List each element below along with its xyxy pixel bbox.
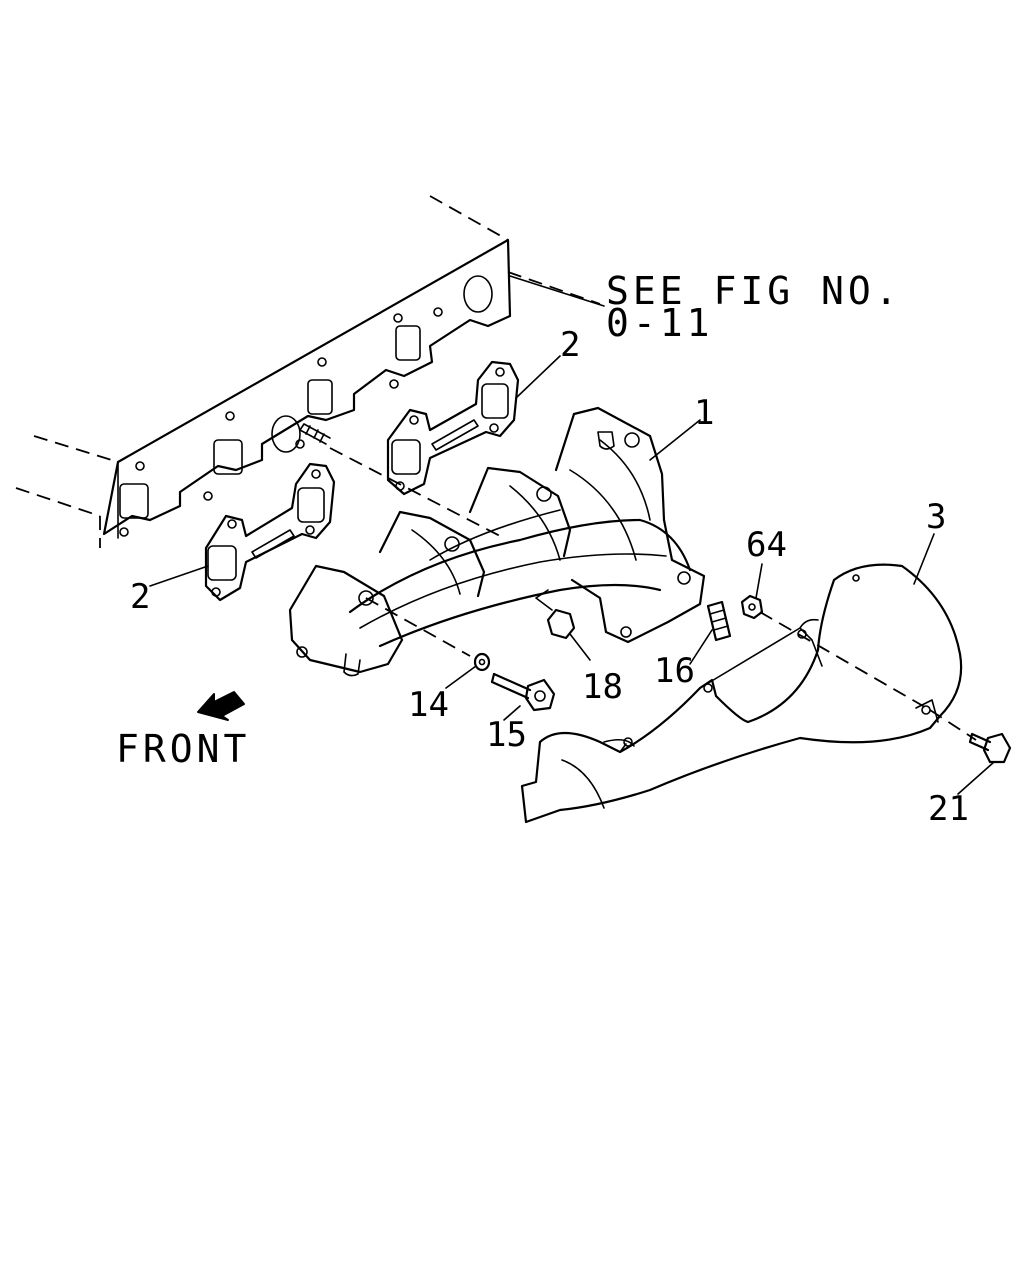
callout-manifold: 1 — [694, 393, 714, 433]
callout-gasket-right: 2 — [560, 325, 580, 365]
nut-64 — [740, 594, 764, 620]
callout-nut-18: 18 — [582, 667, 623, 707]
front-label: FRONT — [116, 727, 250, 771]
callout-bolt: 15 — [486, 715, 527, 755]
heat-shield — [520, 563, 963, 824]
callout-gasket-left: 2 — [130, 577, 150, 617]
callout-nut-64: 64 — [746, 525, 787, 565]
stud-16 — [706, 600, 732, 642]
gasket-right — [386, 360, 520, 496]
assembly-lines — [329, 447, 977, 741]
callout-washer: 14 — [408, 685, 449, 725]
callout-bolt-21: 21 — [928, 789, 969, 829]
leader-lines — [149, 275, 995, 795]
bolt-21 — [968, 732, 1012, 764]
reference-line-1: SEE FIG NO. — [606, 269, 902, 313]
bolt-15 — [490, 672, 556, 712]
gasket-left — [204, 462, 336, 602]
exhaust-manifold — [288, 406, 706, 677]
callout-heat-shield: 3 — [926, 497, 946, 537]
cylinder-head — [15, 195, 601, 548]
washer-14 — [473, 652, 491, 672]
reference-line-2: 0-11 — [606, 301, 714, 345]
head-stud — [299, 423, 331, 445]
callout-stud: 16 — [654, 651, 695, 691]
arrow-down-left-icon — [197, 691, 245, 721]
nut-18 — [535, 589, 576, 640]
